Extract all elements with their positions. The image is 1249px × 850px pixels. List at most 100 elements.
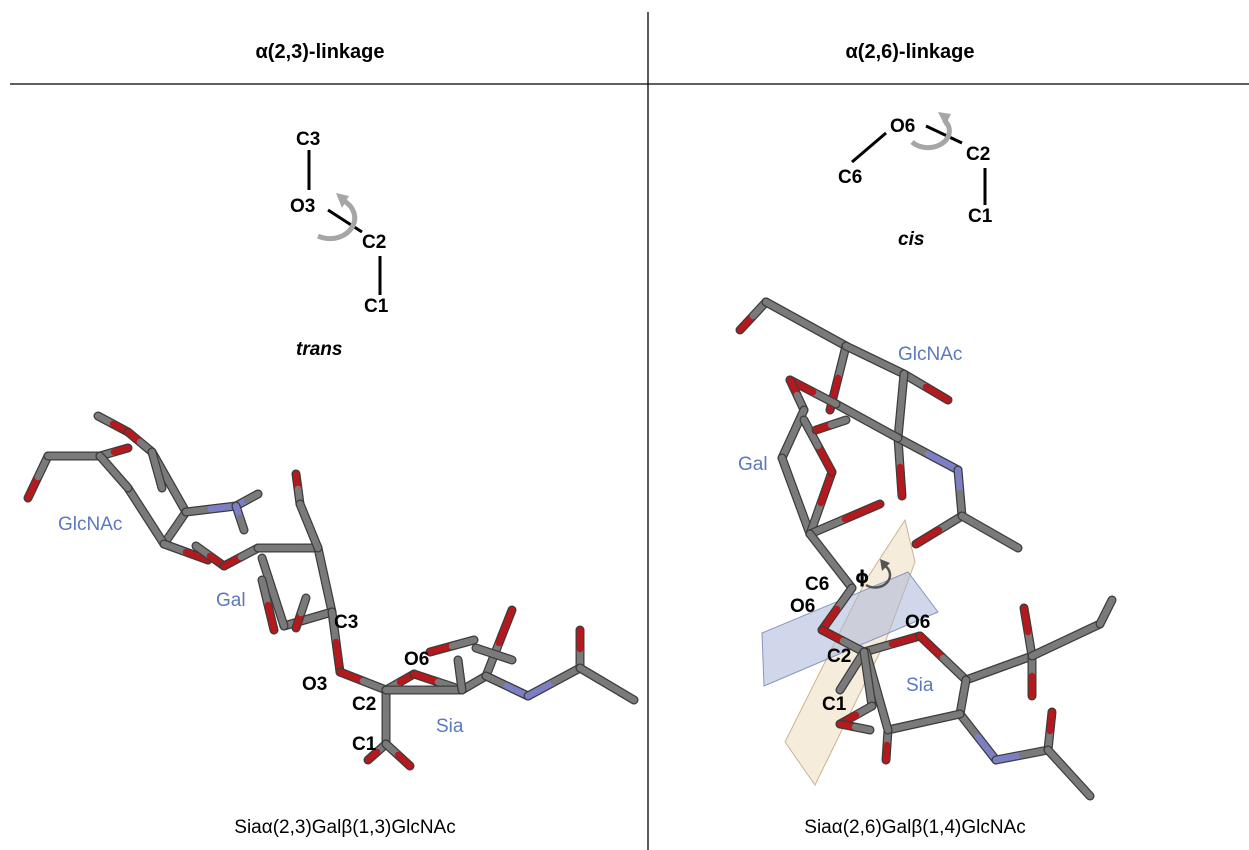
- residue-label-sia: Sia: [436, 716, 464, 737]
- residue-label-sia: Sia: [906, 675, 934, 696]
- bond-half: [576, 664, 611, 688]
- bond-half: [832, 400, 871, 425]
- bond-half: [833, 584, 856, 613]
- bond-half: [328, 608, 340, 646]
- rotation-arrow-icon: [316, 197, 358, 242]
- bond-half: [448, 636, 478, 650]
- atom-label-o3: O3: [290, 196, 315, 217]
- atom-label-c6: C6: [805, 574, 829, 595]
- bond-half: [841, 500, 884, 523]
- bond-half: [96, 452, 118, 476]
- bond-half: [243, 490, 262, 504]
- atom-label-o6: O6: [890, 116, 915, 137]
- bond-half: [603, 680, 638, 704]
- bond-half: [124, 484, 150, 520]
- bond-half: [482, 639, 503, 680]
- bond-half: [871, 356, 908, 378]
- column-header-right: α(2,6)-linkage: [846, 41, 975, 63]
- bond-half: [809, 388, 840, 408]
- bond-half: [778, 454, 800, 500]
- bond-half: [182, 505, 215, 516]
- bond-half: [305, 522, 322, 552]
- atom-label-c1: C1: [822, 694, 847, 715]
- atom-label-c2: C2: [827, 646, 851, 667]
- bond-o3-c2: [327, 208, 363, 234]
- residue-label-gal: Gal: [738, 454, 768, 475]
- bond-half: [364, 748, 381, 764]
- bond-half: [1028, 636, 1070, 660]
- bond-half: [995, 652, 1036, 672]
- bond-half: [24, 473, 42, 502]
- dihedral-angle-label: ϕ: [855, 567, 869, 588]
- bond-half: [182, 548, 212, 564]
- bond-half: [896, 463, 906, 500]
- bond-half: [1065, 769, 1094, 800]
- conformation-label-cis: cis: [898, 229, 924, 250]
- rotation-arrow-icon: [910, 118, 952, 151]
- atom-label-c3: C3: [334, 612, 358, 633]
- bond-half: [836, 667, 856, 694]
- bond-half: [884, 718, 928, 734]
- newman-projection-trans: C3 O3 C2 C1 trans: [290, 129, 389, 360]
- bond-half: [296, 500, 313, 530]
- bond-half: [297, 594, 310, 617]
- bond-half: [264, 601, 278, 634]
- caption-left: Siaα(2,3)Galβ(1,3)GlcNAc: [234, 817, 455, 838]
- bond-half: [236, 514, 248, 534]
- bond-half: [426, 642, 456, 656]
- bond-half: [954, 466, 964, 497]
- bond-half: [920, 710, 964, 726]
- bond-half: [456, 671, 466, 694]
- bond-half: [922, 383, 952, 404]
- bond-half: [789, 406, 808, 438]
- bond-half: [860, 648, 872, 683]
- bond-half: [800, 416, 822, 450]
- bond-half: [160, 540, 190, 556]
- bond-half: [482, 672, 511, 690]
- bond-o6-c2: [925, 124, 963, 145]
- bond-half: [1062, 620, 1104, 644]
- bond-half: [410, 670, 442, 686]
- bond-half: [897, 370, 908, 410]
- atom-label-c6: C6: [838, 167, 862, 188]
- atom-label-o6: O6: [404, 649, 429, 670]
- bond-half: [490, 650, 516, 664]
- stick-model-a26-labels: ϕ GlcNAc Gal Sia C6 O6 O6 C2 C1: [738, 344, 962, 715]
- bond-half: [992, 751, 1026, 764]
- atom-label-c1: C1: [968, 206, 993, 227]
- bond-half: [165, 478, 190, 516]
- bond-half: [814, 442, 836, 476]
- bond-half: [864, 675, 876, 710]
- bond-half: [873, 687, 892, 734]
- bond-half: [110, 468, 132, 492]
- residue-label-glcnac: GlcNAc: [898, 344, 962, 365]
- atom-label-c2: C2: [362, 232, 386, 253]
- bond-half: [986, 528, 1022, 552]
- bond-half: [817, 468, 836, 507]
- atom-label-c2: C2: [352, 694, 376, 715]
- bond-half: [1044, 746, 1073, 777]
- column-header-left: α(2,3)-linkage: [256, 41, 385, 63]
- bond-half: [1020, 604, 1032, 636]
- atom-label-c3: C3: [296, 129, 320, 150]
- bond-half: [888, 632, 924, 648]
- bond-half: [336, 668, 367, 685]
- bond-half: [912, 526, 943, 548]
- bond-half: [394, 751, 414, 770]
- bond-half: [495, 606, 516, 647]
- atom-label-o6-gal: O6: [790, 596, 815, 617]
- bond-half: [142, 512, 168, 548]
- dihedral-plane-blue: [761, 571, 939, 687]
- bond-half: [894, 402, 905, 442]
- bond-half: [321, 576, 336, 616]
- bond-half: [802, 320, 850, 350]
- residue-label-gal: Gal: [216, 590, 246, 611]
- bond-half: [851, 723, 874, 734]
- bond-half: [834, 342, 850, 382]
- bond-half: [762, 298, 810, 328]
- stick-model-a23-labels: GlcNAc Gal Sia C3 O3 O6 C2 C1: [58, 514, 464, 755]
- bond-half: [842, 342, 879, 364]
- bond-half: [258, 554, 277, 596]
- bond-half: [153, 466, 166, 492]
